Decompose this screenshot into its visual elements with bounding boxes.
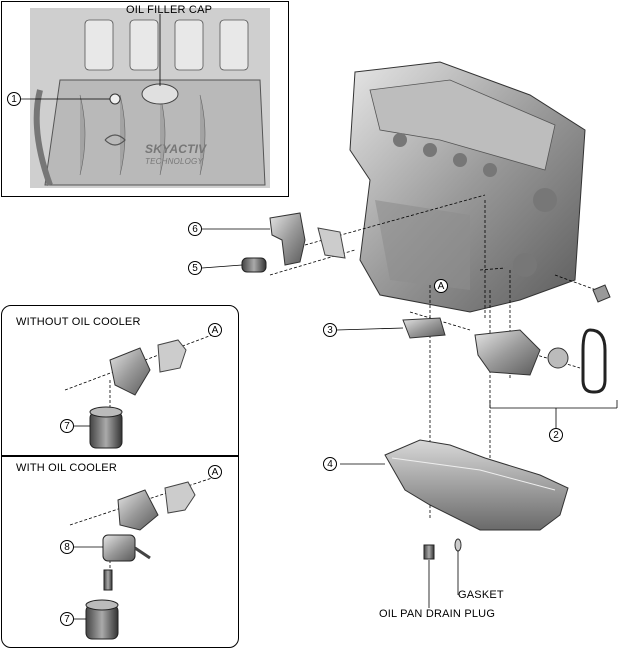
- oil-filler-cap-label: OIL FILLER CAP: [126, 4, 213, 16]
- callout-7-without-cooler: 7: [60, 419, 74, 433]
- engine-block-illustration: [349, 61, 586, 313]
- reference-a-with-cooler: A: [208, 465, 222, 479]
- engine-cover-illustration: [20, 8, 270, 188]
- filter-with-cooler: [85, 481, 196, 640]
- reference-a-without-cooler: A: [208, 323, 222, 337]
- callout-8: 8: [60, 540, 74, 554]
- callout-leaders: [74, 228, 404, 620]
- callout-4: 4: [323, 457, 337, 471]
- callout-1: 1: [7, 92, 21, 106]
- bracket-2: [489, 400, 618, 428]
- oil-pan: [340, 439, 569, 531]
- callout-6: 6: [188, 222, 202, 236]
- engine-logo-line2: TECHNOLOGY: [145, 157, 204, 166]
- inset-divider: [1, 455, 239, 457]
- callout-2: 2: [549, 428, 563, 442]
- drain-plug-and-gasket: [423, 538, 462, 608]
- callout-7-with-cooler: 7: [60, 612, 74, 626]
- callout-5: 5: [188, 261, 202, 275]
- engine-logo-line1: SKYACTIV: [145, 142, 207, 156]
- without-oil-cooler-label: WITHOUT OIL COOLER: [16, 316, 141, 328]
- reference-a-main: A: [434, 279, 448, 293]
- gasket-label: GASKET: [458, 589, 504, 601]
- oil-pan-drain-plug-label: OIL PAN DRAIN PLUG: [379, 608, 496, 620]
- with-oil-cooler-label: WITH OIL COOLER: [16, 462, 117, 474]
- oil-pump-assembly: [402, 284, 611, 394]
- filter-without-cooler: [89, 339, 187, 449]
- callout-3: 3: [323, 323, 337, 337]
- oil-control-valve: [241, 212, 346, 273]
